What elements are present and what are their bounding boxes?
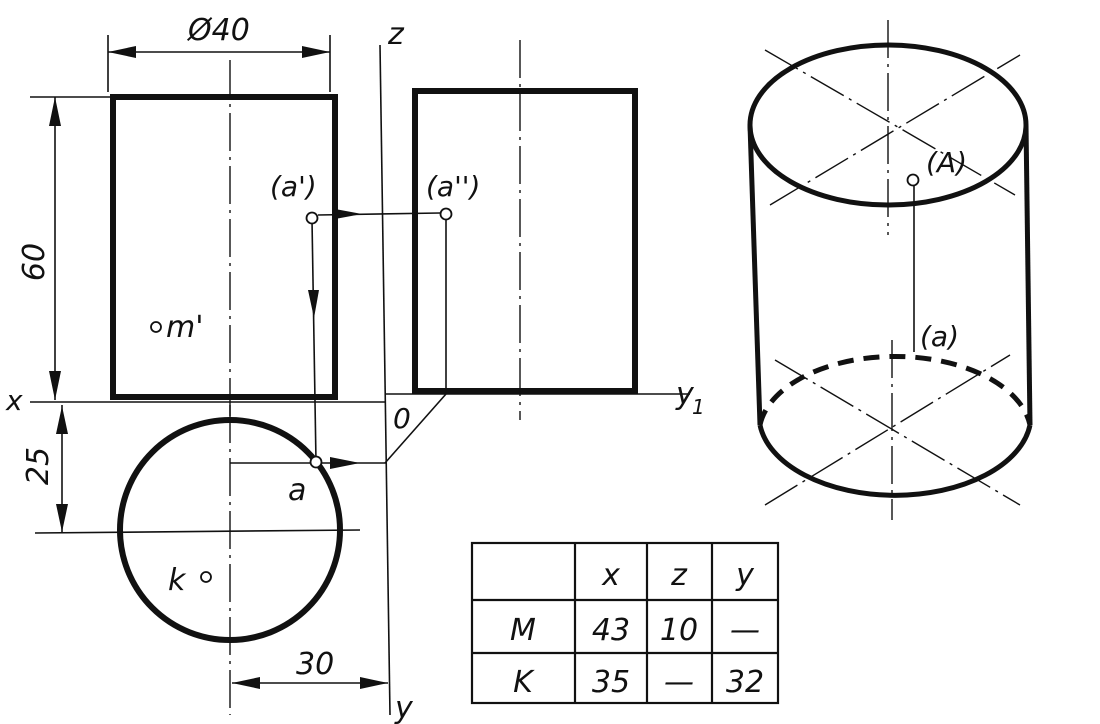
iso-point-A xyxy=(906,173,920,187)
table-row-M-label: M xyxy=(510,613,536,648)
axis-label-y1-sub: 1 xyxy=(692,395,705,419)
axis-label-y1: y xyxy=(675,377,695,412)
table-header-x: x xyxy=(601,558,620,593)
projection-arrow-right xyxy=(335,209,362,219)
axis-label-z: z xyxy=(387,17,405,52)
label-a-front: (a') xyxy=(270,170,317,203)
point-a-front xyxy=(305,211,319,225)
origin-label: 0 xyxy=(393,402,411,435)
table-row-K-y: 32 xyxy=(726,665,764,700)
label-offset-y: 25 xyxy=(21,447,56,485)
dimension-height xyxy=(30,96,110,400)
iso-bottom-front-arc xyxy=(757,424,1033,498)
isometric-cylinder xyxy=(747,20,1033,520)
table-row-M-z: 10 xyxy=(660,613,698,648)
dimension-diameter xyxy=(107,35,331,92)
label-diameter: Ø40 xyxy=(186,13,250,48)
table-header-y: y xyxy=(735,558,755,593)
projection-arrow-right-top xyxy=(330,457,360,469)
label-a-top: a xyxy=(288,473,306,508)
label-offset-x: 30 xyxy=(296,647,334,682)
axis-label-x: x xyxy=(5,384,23,417)
label-m-front: m' xyxy=(166,310,203,345)
table-row-M-x: 43 xyxy=(592,613,630,648)
axes xyxy=(30,44,690,716)
label-a-iso: (a) xyxy=(920,320,959,353)
projection-a-front-to-top xyxy=(311,219,317,463)
table-border xyxy=(470,541,780,705)
projection-arrow-down xyxy=(308,290,319,318)
dimension-offset-x xyxy=(232,677,388,689)
coordinate-table: x z y M 43 10 — K 35 — 32 xyxy=(470,541,780,705)
iso-left-side xyxy=(747,124,763,426)
axis-label-y: y xyxy=(394,691,414,724)
side-view xyxy=(412,40,638,420)
table-row-K-z: — xyxy=(664,665,694,700)
top-view-horizontal-centerline xyxy=(34,529,361,534)
z-axis-line xyxy=(379,44,391,716)
point-m-front xyxy=(150,321,162,333)
iso-bottom-back-arc xyxy=(757,353,1033,426)
projection-lines xyxy=(230,209,447,469)
table-header-z: z xyxy=(670,558,688,593)
front-view xyxy=(110,60,338,420)
point-k-top xyxy=(200,571,212,583)
table-row-K-x: 35 xyxy=(592,665,630,700)
label-A-iso: (A) xyxy=(926,146,967,179)
table-row-M-y: — xyxy=(730,613,760,648)
transfer-line xyxy=(384,393,447,464)
points xyxy=(150,207,453,583)
table-row-K-label: K xyxy=(513,665,535,700)
label-a-side: (a'') xyxy=(426,170,480,203)
iso-right-side xyxy=(1023,124,1033,426)
label-k-top: k xyxy=(168,563,187,598)
front-view-outline xyxy=(110,94,338,400)
label-height: 60 xyxy=(17,243,52,281)
side-view-outline xyxy=(412,88,638,394)
point-a-top xyxy=(309,455,323,469)
point-a-side xyxy=(439,207,453,221)
top-view xyxy=(34,405,361,715)
dimension-offset-y xyxy=(56,405,68,532)
